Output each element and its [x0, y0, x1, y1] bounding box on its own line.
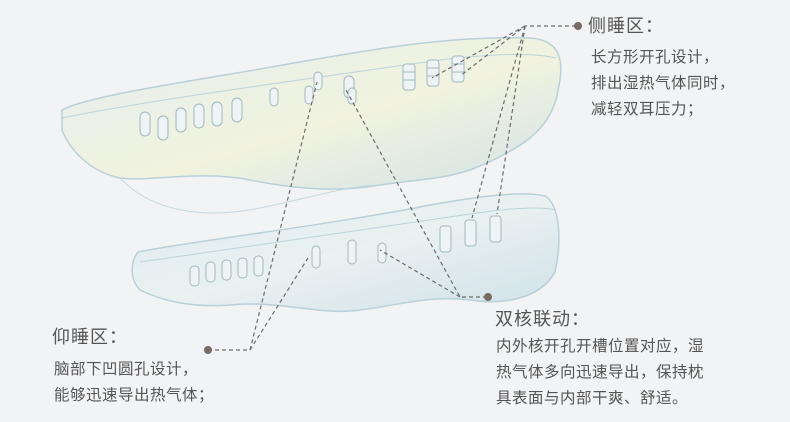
side-zone-description: 长方形开孔设计， 排出湿热气体同时， 减轻双耳压力；	[591, 44, 735, 122]
side-zone-title: 侧睡区：	[588, 16, 664, 37]
dual-core-line-2: 热气体多向迅速导出，保持枕	[496, 363, 705, 381]
inner-core-holes	[189, 215, 502, 287]
back-zone-description: 脑部下凹圆孔设计， 能够迅速导出热气体；	[54, 356, 214, 408]
side-zone-line-1: 长方形开孔设计，	[591, 48, 720, 66]
back-zone-dot	[204, 346, 212, 354]
inner-core-layer	[131, 193, 560, 313]
side-zone-line-3: 减轻双耳压力；	[591, 100, 704, 118]
dual-core-line-1: 内外核开孔开槽位置对应，湿	[496, 337, 705, 355]
back-zone-title: 仰睡区：	[52, 327, 128, 348]
leader-lines	[208, 25, 576, 351]
side-zone-line-2: 排出湿热气体同时，	[591, 74, 736, 92]
dual-core-title: 双核联动：	[495, 309, 590, 330]
dual-core-description: 内外核开孔开槽位置对应，湿 热气体多向迅速导出，保持枕 具表面与内部干爽、舒适。	[496, 333, 704, 411]
outer-pillow-layer	[61, 37, 562, 214]
back-zone-line-2: 能够迅速导出热气体；	[54, 386, 215, 404]
side-zone-dot	[574, 22, 582, 30]
dual-core-line-3: 具表面与内部干爽、舒适。	[496, 389, 689, 407]
side-zone-slots	[402, 55, 465, 91]
back-zone-line-1: 脑部下凹圆孔设计，	[54, 360, 199, 378]
leader-dots	[204, 22, 582, 354]
dual-core-dot	[484, 293, 492, 301]
back-zone-holes	[139, 71, 357, 141]
